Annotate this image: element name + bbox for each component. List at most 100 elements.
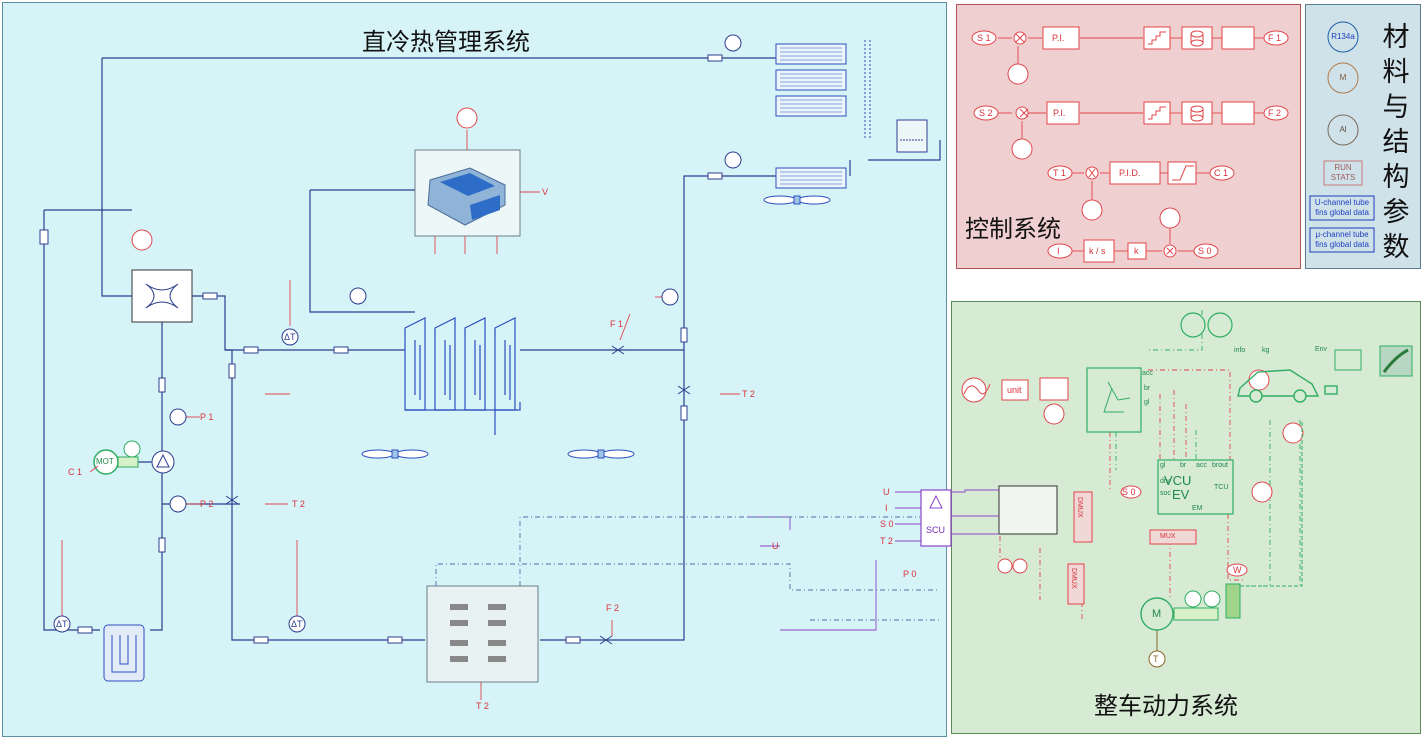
scu-label: SCU — [926, 525, 946, 535]
title-char: 与 — [1382, 92, 1410, 122]
electric-machine — [1140, 583, 1241, 668]
ctrl-input-s1: S 1 — [977, 33, 991, 43]
data-box-line: fins global data — [1315, 208, 1369, 217]
u-channel-data-box[interactable]: U-channel tube fins global data — [1310, 198, 1374, 218]
demux-label-2: DMUX — [1070, 568, 1077, 589]
refrigerant-r134a[interactable]: R134a — [1331, 32, 1355, 41]
control-lines — [998, 37, 1264, 252]
mux-label: MUX — [1160, 533, 1176, 540]
demux-label: DMUX — [1076, 497, 1083, 518]
env-block — [1334, 345, 1413, 377]
title-char: 数 — [1382, 232, 1410, 262]
material-components — [1309, 21, 1375, 253]
vcu-port-tcu: TCU — [1214, 484, 1229, 491]
unit-block-label: unit — [1007, 385, 1022, 395]
driver-block — [1086, 367, 1142, 433]
ctrl-output-s0: S 0 — [1198, 246, 1212, 256]
material-params-panel — [1305, 4, 1421, 269]
run-stats-line: STATS — [1330, 173, 1356, 182]
meter-u: U — [772, 541, 779, 551]
title-char: 料 — [1382, 57, 1410, 87]
machine-m: M — [1152, 608, 1162, 620]
vcu-port-br: br — [1180, 462, 1187, 469]
four-way-valve — [131, 269, 193, 323]
car-icon — [1237, 369, 1338, 403]
info-label: info — [1234, 347, 1246, 354]
dash-dot-signals — [435, 516, 940, 621]
title-char: 参 — [1382, 197, 1410, 227]
reservoir — [896, 119, 928, 153]
thermal-sensors — [53, 34, 742, 633]
vcu-subtitle: EV — [1172, 487, 1190, 502]
material-al[interactable]: Al — [1339, 125, 1347, 134]
vcu-port-acc: acc — [1196, 462, 1207, 469]
material-params-title: 材 料 与 结 构 参 数 — [1381, 20, 1411, 265]
vehicle-s0: S 0 — [1122, 487, 1136, 497]
data-box-line: μ-channel tube — [1315, 230, 1369, 239]
run-stats-line: RUN — [1334, 163, 1352, 172]
sensor-f2: F 2 — [606, 603, 620, 613]
driver-port-br: br — [1144, 385, 1151, 392]
fan-3 — [763, 195, 831, 205]
controller-block — [998, 485, 1197, 605]
exchanger-manifold — [864, 40, 871, 140]
control-glyphs — [1015, 30, 1204, 255]
refrigerant-pipes — [43, 57, 941, 641]
sensor-f1: F 1 — [610, 319, 624, 329]
sensor-p1: P 1 — [200, 412, 214, 422]
sensor-w: W — [1233, 565, 1242, 575]
purple-lines — [748, 491, 921, 631]
sensor-p2: P 2 — [200, 499, 214, 509]
mechanical-link — [1240, 420, 1303, 587]
delta-t-2: ΔT — [284, 332, 296, 342]
vcu-port-brout: brout — [1212, 462, 1228, 469]
scu-input-u: U — [883, 487, 890, 497]
vcu-port-drv: drv — [1160, 478, 1170, 485]
machine-temp-t: T — [1153, 654, 1159, 664]
ctrl-input-t1: T 1 — [1053, 168, 1066, 178]
ctrl-output-f1: F 1 — [1268, 33, 1282, 43]
cabin-component — [414, 149, 521, 237]
title-char: 结 — [1382, 127, 1410, 157]
vcu-port-gl: gl — [1160, 462, 1166, 469]
ctrl-input-i: I — [1057, 246, 1060, 256]
ctrl-integrator: k / s — [1089, 246, 1106, 256]
vcu-title: VCU — [1164, 473, 1192, 488]
vehicle-green-signals — [1115, 310, 1301, 587]
ctrl-gain: k — [1134, 246, 1139, 256]
ctrl-output-f2: F 2 — [1268, 108, 1282, 118]
ctrl-input-s2: S 2 — [979, 108, 993, 118]
ctrl-pid: P.I.D. — [1119, 168, 1141, 178]
vcu-port-em: EM — [1192, 505, 1203, 512]
ctrl-pi-1: P.I. — [1052, 33, 1065, 43]
control-system-title: 控制系统 — [965, 216, 1061, 243]
accumulator — [103, 624, 145, 682]
scu-input-i: I — [885, 503, 888, 513]
sensor-p0: P 0 — [903, 569, 917, 579]
run-stats-button[interactable]: RUN STATS — [1324, 163, 1362, 183]
sensor-v: V — [542, 187, 549, 197]
micro-channel-data-box[interactable]: μ-channel tube fins global data — [1310, 230, 1374, 250]
control-blocks — [971, 26, 1289, 263]
fan-1 — [361, 449, 429, 459]
scu-input-t2: T 2 — [880, 536, 893, 546]
title-char: 构 — [1382, 162, 1410, 192]
delta-t-1: ΔT — [56, 619, 68, 629]
vehicle-gauges — [1180, 312, 1233, 338]
kg-label: kg — [1262, 347, 1270, 354]
vehicle-system-title: 整车动力系统 — [1094, 693, 1238, 720]
vcu-block — [1157, 459, 1234, 515]
scu-input-s0: S 0 — [880, 519, 894, 529]
expansion-valves — [225, 345, 691, 645]
delta-t-3: ΔT — [291, 619, 303, 629]
pipe-segments — [39, 54, 723, 644]
motor-label: MOT — [96, 457, 114, 466]
material-m[interactable]: M — [1339, 73, 1347, 82]
battery-modules — [404, 317, 521, 435]
sensor-t2-b: T 2 — [742, 389, 755, 399]
ctrl-output-c1: C 1 — [1214, 168, 1229, 178]
vcu-port-soc: soc — [1160, 490, 1171, 497]
sensor-c1: C 1 — [68, 467, 83, 477]
compressor — [93, 449, 175, 475]
